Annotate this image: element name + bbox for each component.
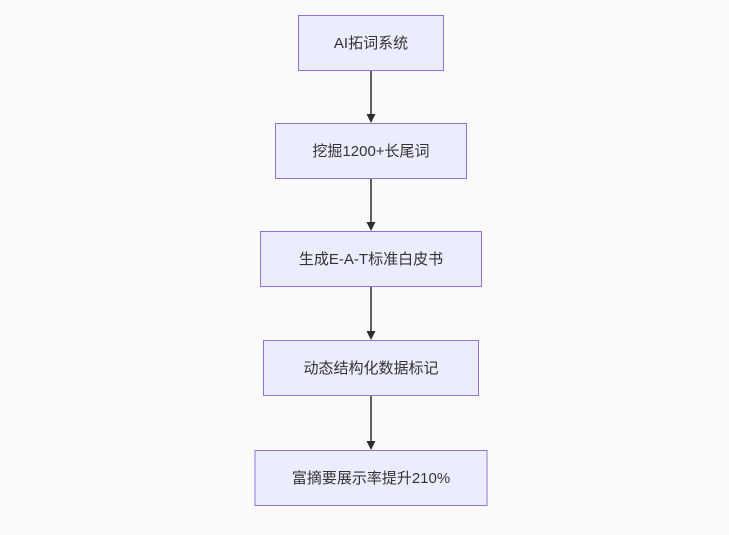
flow-node-label: 富摘要展示率提升210% [291, 469, 451, 487]
flow-node-mine-longtail-keywords: 挖掘1200+长尾词 [275, 123, 467, 179]
flow-node-label: 挖掘1200+长尾词 [312, 142, 430, 160]
flow-node-label: 生成E-A-T标准白皮书 [298, 250, 444, 268]
flow-node-label: 动态结构化数据标记 [303, 359, 439, 377]
flow-node-rich-snippet-rate: 富摘要展示率提升210% [254, 450, 488, 506]
flow-node-dynamic-structured-data: 动态结构化数据标记 [263, 340, 479, 396]
flow-node-label: AI拓词系统 [333, 34, 409, 52]
flow-node-generate-eat-whitepaper: 生成E-A-T标准白皮书 [260, 231, 482, 287]
flow-node-ai-keyword-system: AI拓词系统 [298, 15, 444, 71]
